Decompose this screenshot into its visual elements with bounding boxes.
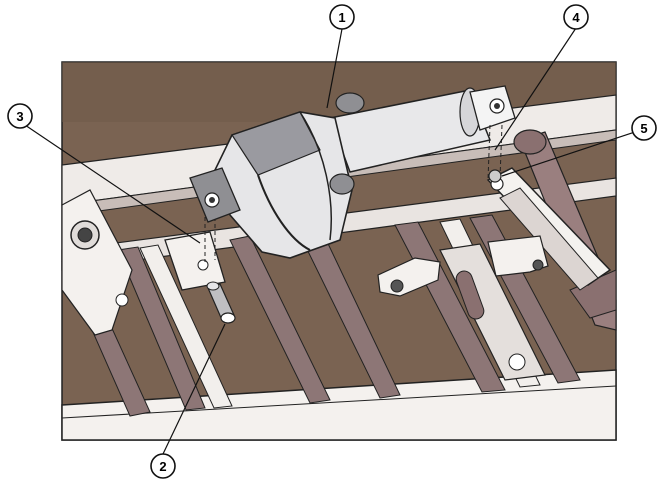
leader-2 [162,323,226,455]
callout-balloon [150,453,176,479]
callout-1: 1 [329,4,355,30]
linkage-bolt [488,169,502,183]
callout-number: 4 [572,10,580,25]
leader-5 [501,129,642,177]
callout-balloon [563,4,589,30]
callout-number: 3 [16,109,23,124]
mount-bracket [164,210,226,291]
callout-number: 2 [159,459,166,474]
linkage-arm [486,167,612,291]
leader-4 [494,27,577,151]
callout-5: 5 [631,115,657,141]
front-frame-rail [61,369,617,441]
leader-1 [326,28,343,109]
callout-3: 3 [7,103,33,129]
callout-balloon [329,4,355,30]
callout-number: 1 [338,10,345,25]
callouts [24,27,642,455]
callout-4: 4 [563,4,589,30]
slotted-bracket [439,243,546,381]
clevis-pin [206,281,236,324]
clip-bracket [377,257,441,297]
left-hinge [61,189,133,336]
right-bracket [487,235,549,277]
illustration-area [61,61,617,441]
callout-balloon [7,103,33,129]
callout-number: 5 [640,121,647,136]
callout-balloon [631,115,657,141]
linear-actuator [189,85,516,259]
leader-3 [24,124,201,244]
callout-2: 2 [150,453,176,479]
